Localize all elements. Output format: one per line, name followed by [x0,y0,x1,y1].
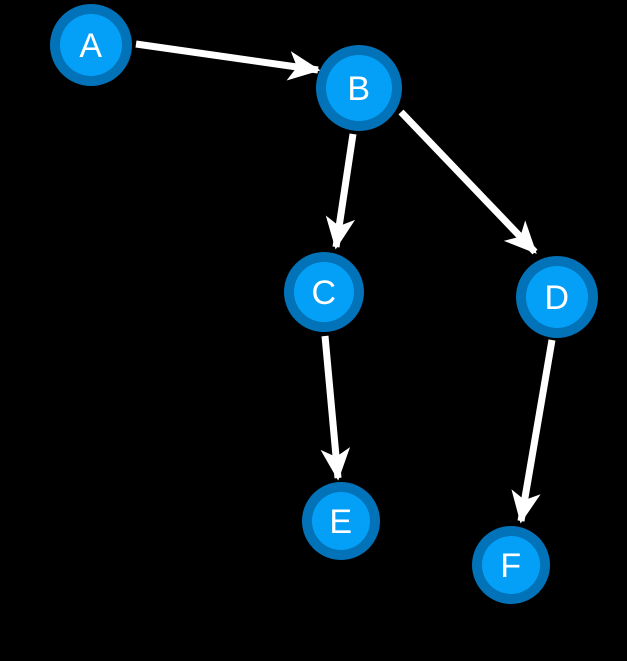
nodes-layer: A B C D E F [50,4,598,604]
node-fill-e [312,492,370,550]
node-label-d: D [544,279,569,317]
graph-node-e[interactable]: E [302,482,380,560]
graph-edge-a-to-b[interactable] [135,40,321,81]
node-fill-b [326,55,392,121]
node-label-a: A [79,27,102,65]
graph-node-a[interactable]: A [50,4,132,86]
node-label-c: C [311,274,336,312]
node-label-e: E [329,503,352,541]
graph-node-f[interactable]: F [472,526,550,604]
graph-edge-b-to-d[interactable] [398,109,538,255]
edges-layer [135,40,556,524]
graph-node-b[interactable]: B [316,45,402,131]
graph-edge-b-to-c[interactable] [325,133,357,250]
graph-node-c[interactable]: C [284,252,364,332]
graph-edge-c-to-e[interactable] [320,335,351,481]
node-fill-f [482,536,540,594]
node-fill-d [526,266,588,328]
graph-node-d[interactable]: D [516,256,598,338]
node-fill-c [294,262,354,322]
node-label-b: B [347,70,370,108]
graph-edge-d-to-f[interactable] [511,339,556,524]
node-label-f: F [500,547,521,585]
node-fill-a [60,14,122,76]
